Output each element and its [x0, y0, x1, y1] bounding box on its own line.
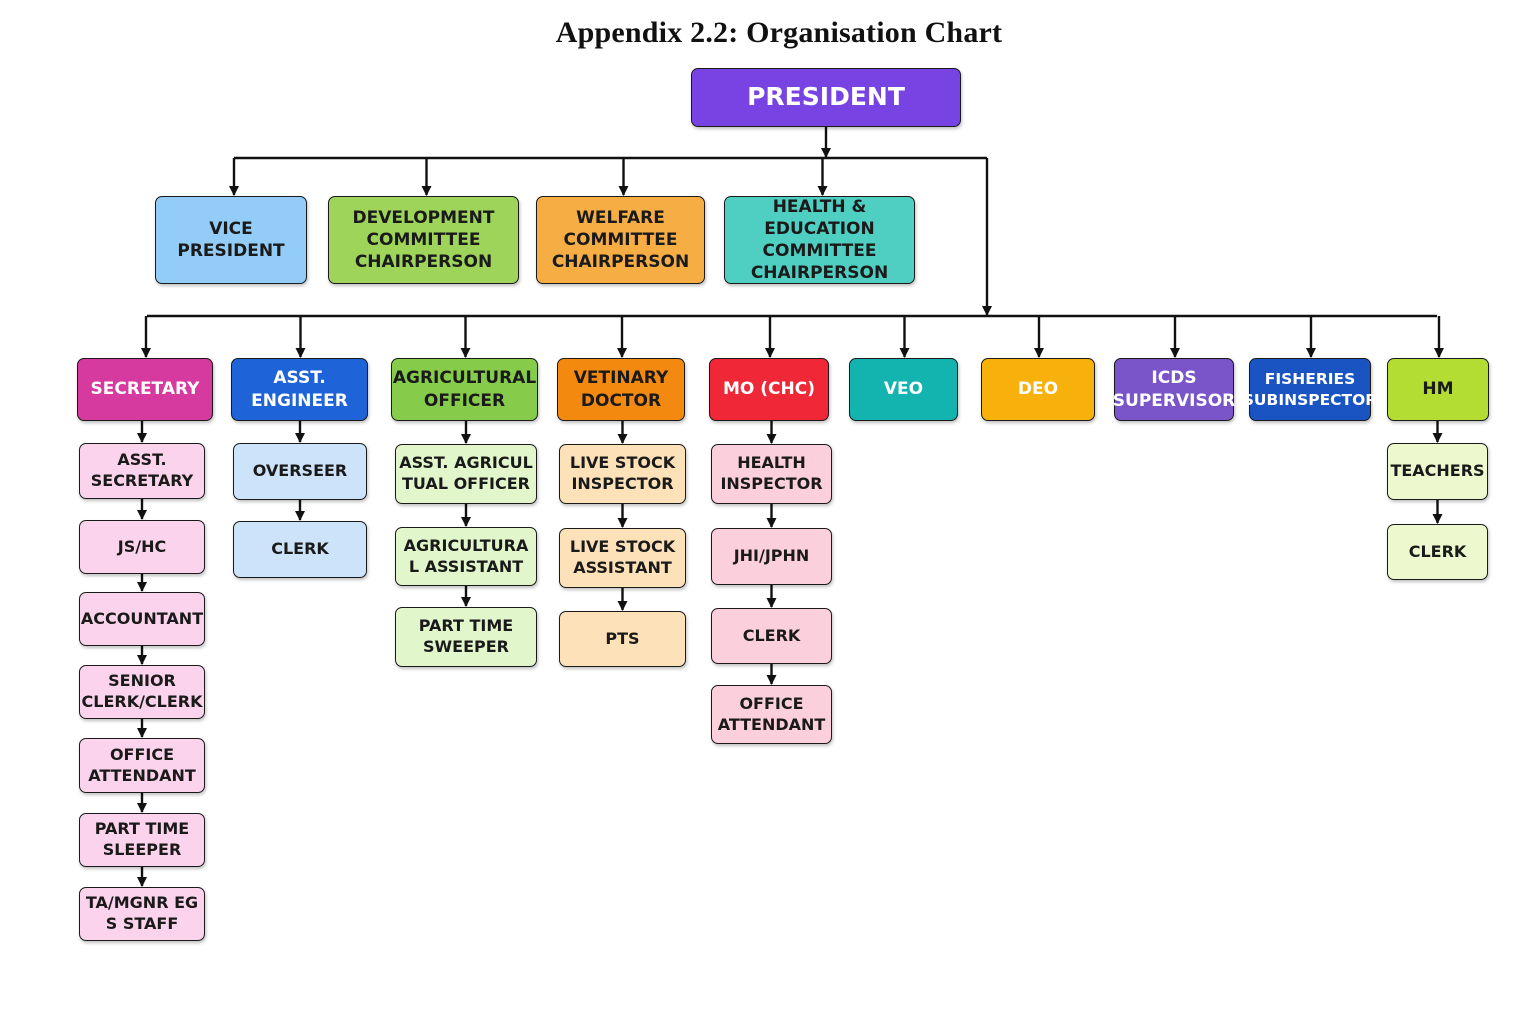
staff-mo-chc-health-inspector-label: HEALTH INSPECTOR — [720, 453, 823, 493]
staff-secretary-senior-clerk-clerk-label: SENIOR CLERK/CLERK — [81, 671, 203, 711]
staff-mo-chc-clerk-label: CLERK — [742, 625, 801, 645]
president-box[interactable]: PRESIDENT — [691, 68, 961, 127]
department-mo-chc[interactable]: MO (CHC) — [709, 358, 829, 421]
staff-asst-engineer-clerk[interactable]: CLERK — [233, 521, 367, 578]
staff-vetinary-doctor-live-stock-assistant[interactable]: LIVE STOCK ASSISTANT — [559, 528, 686, 588]
department-asst-engineer-label: ASST. ENGINEER — [251, 368, 348, 411]
staff-asst-engineer-clerk-label: CLERK — [271, 539, 329, 559]
staff-agricultural-officer-part-time-sweeper[interactable]: PART TIME SWEEPER — [395, 607, 537, 667]
staff-secretary-accountant-label: ACCOUNTANT — [80, 608, 204, 628]
department-hm-label: HM — [1422, 379, 1454, 400]
staff-secretary-senior-clerk-clerk[interactable]: SENIOR CLERK/CLERK — [79, 665, 205, 719]
staff-secretary-part-time-sleeper-label: PART TIME SLEEPER — [94, 819, 190, 859]
department-secretary[interactable]: SECRETARY — [77, 358, 213, 421]
staff-mo-chc-clerk[interactable]: CLERK — [711, 608, 832, 664]
staff-hm-clerk[interactable]: CLERK — [1387, 524, 1488, 580]
department-mo-chc-label: MO (CHC) — [722, 379, 815, 400]
committee-welfare[interactable]: WELFARE COMMITTEE CHAIRPERSON — [536, 196, 705, 284]
department-agricultural-officer[interactable]: AGRICULTURAL OFFICER — [391, 358, 538, 421]
department-icds-supervisor[interactable]: ICDS SUPERVISOR — [1112, 358, 1236, 421]
staff-secretary-accountant[interactable]: ACCOUNTANT — [79, 592, 205, 646]
staff-secretary-part-time-sleeper[interactable]: PART TIME SLEEPER — [79, 813, 205, 867]
staff-mo-chc-office-attendant-label: OFFICE ATTENDANT — [717, 693, 826, 734]
committee-health-education[interactable]: HEALTH & EDUCATION COMMITTEE CHAIRPERSON — [724, 196, 915, 284]
staff-secretary-asst-secretary-label: ASST. SECRETARY — [90, 450, 194, 490]
staff-mo-chc-office-attendant[interactable]: OFFICE ATTENDANT — [711, 685, 832, 744]
department-hm[interactable]: HM — [1387, 358, 1489, 421]
staff-agricultural-officer-agricultura-l-assistant-label: AGRICULTURA L ASSISTANT — [403, 535, 529, 576]
staff-agricultural-officer-asst-agricul-tual-officer-label: ASST. AGRICUL TUAL OFFICER — [399, 453, 533, 493]
staff-secretary-asst-secretary[interactable]: ASST. SECRETARY — [79, 443, 205, 499]
department-fisheries-subinspector-label: FISHERIES SUBINSPECTOR — [1242, 370, 1378, 409]
committee-vice[interactable]: VICE PRESIDENT — [155, 196, 307, 284]
staff-secretary-ta-mgnr-eg-s-staff-label: TA/MGNR EG S STAFF — [85, 893, 199, 933]
staff-asst-engineer-overseer-label: OVERSEER — [252, 461, 348, 481]
staff-agricultural-officer-agricultura-l-assistant[interactable]: AGRICULTURA L ASSISTANT — [395, 527, 537, 586]
department-agricultural-officer-label: AGRICULTURAL OFFICER — [392, 368, 537, 411]
staff-vetinary-doctor-live-stock-inspector[interactable]: LIVE STOCK INSPECTOR — [559, 444, 686, 504]
staff-secretary-js-hc-label: JS/HC — [117, 536, 167, 556]
department-fisheries-subinspector[interactable]: FISHERIES SUBINSPECTOR — [1243, 358, 1377, 421]
department-deo[interactable]: DEO — [981, 358, 1095, 421]
department-veo-label: VEO — [883, 379, 924, 400]
department-vetinary-doctor-label: VETINARY DOCTOR — [573, 368, 669, 411]
staff-vetinary-doctor-pts-label: PTS — [605, 628, 640, 648]
staff-agricultural-officer-asst-agricul-tual-officer[interactable]: ASST. AGRICUL TUAL OFFICER — [395, 444, 537, 504]
committee-welfare-label: WELFARE COMMITTEE CHAIRPERSON — [551, 207, 690, 273]
chart-title: Appendix 2.2: Organisation Chart — [555, 16, 1003, 49]
department-asst-engineer[interactable]: ASST. ENGINEER — [231, 358, 368, 421]
staff-secretary-ta-mgnr-eg-s-staff[interactable]: TA/MGNR EG S STAFF — [79, 887, 205, 941]
staff-agricultural-officer-part-time-sweeper-label: PART TIME SWEEPER — [418, 616, 514, 656]
staff-hm-teachers-label: TEACHERS — [1390, 461, 1485, 481]
staff-hm-teachers[interactable]: TEACHERS — [1387, 443, 1488, 500]
department-veo[interactable]: VEO — [849, 358, 958, 421]
staff-mo-chc-jhi-jphn-label: JHI/JPHN — [733, 546, 810, 566]
department-icds-supervisor-label: ICDS SUPERVISOR — [1112, 368, 1236, 411]
staff-secretary-office-attendant[interactable]: OFFICE ATTENDANT — [79, 738, 205, 793]
committee-health-education-label: HEALTH & EDUCATION COMMITTEE CHAIRPERSON — [750, 196, 889, 284]
staff-mo-chc-health-inspector[interactable]: HEALTH INSPECTOR — [711, 444, 832, 504]
committee-development[interactable]: DEVELOPMENT COMMITTEE CHAIRPERSON — [328, 196, 519, 284]
staff-secretary-office-attendant-label: OFFICE ATTENDANT — [88, 744, 196, 785]
staff-secretary-js-hc[interactable]: JS/HC — [79, 520, 205, 574]
staff-mo-chc-jhi-jphn[interactable]: JHI/JPHN — [711, 528, 832, 585]
department-deo-label: DEO — [1017, 379, 1059, 400]
staff-vetinary-doctor-live-stock-assistant-label: LIVE STOCK ASSISTANT — [569, 537, 676, 577]
staff-vetinary-doctor-pts[interactable]: PTS — [559, 611, 686, 667]
committee-development-label: DEVELOPMENT COMMITTEE CHAIRPERSON — [352, 207, 495, 273]
department-vetinary-doctor[interactable]: VETINARY DOCTOR — [557, 358, 685, 421]
president-box-label: PRESIDENT — [747, 82, 905, 112]
staff-vetinary-doctor-live-stock-inspector-label: LIVE STOCK INSPECTOR — [569, 453, 676, 493]
staff-asst-engineer-overseer[interactable]: OVERSEER — [233, 443, 367, 500]
committee-vice-label: VICE PRESIDENT — [177, 218, 285, 261]
department-secretary-label: SECRETARY — [90, 379, 200, 400]
staff-hm-clerk-label: CLERK — [1408, 541, 1467, 561]
